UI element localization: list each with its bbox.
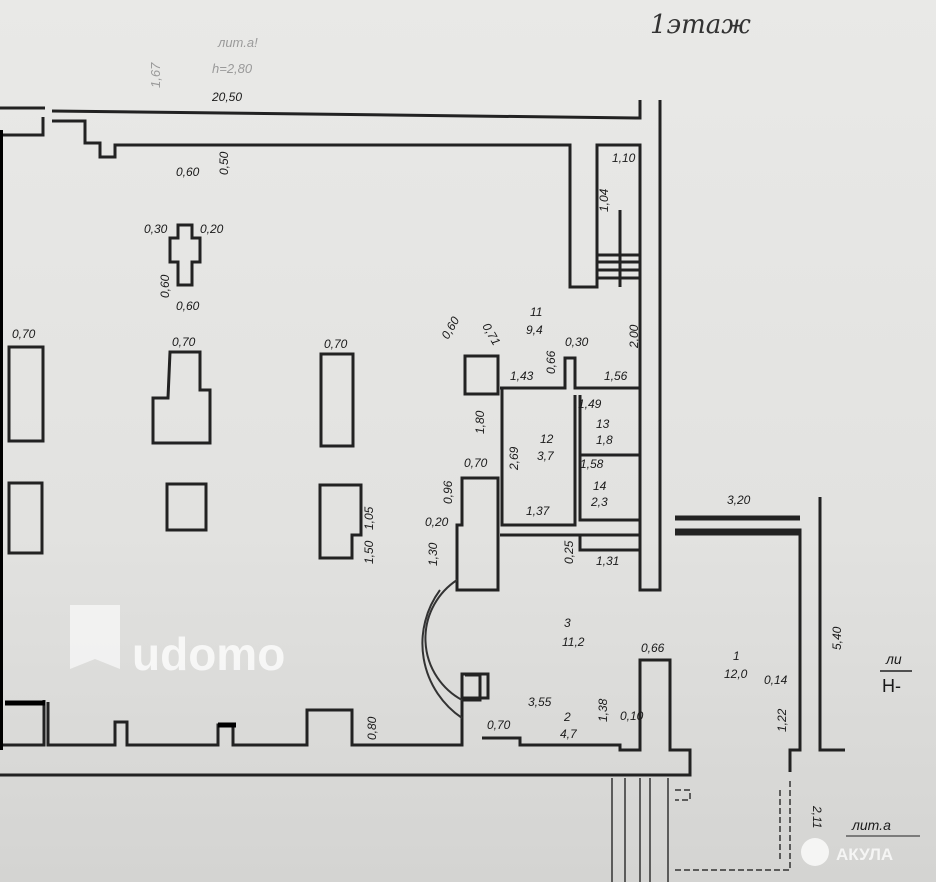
dim: 1,30 <box>426 542 440 566</box>
dim: 1,58 <box>580 457 604 471</box>
dim: 2,11 <box>810 805 824 828</box>
room-number: 3 <box>564 616 571 630</box>
dim: 0,14 <box>764 673 788 687</box>
height-label: h=2,80 <box>212 61 253 76</box>
dim: 0,30 <box>565 335 589 349</box>
dim: 1,37 <box>526 504 551 518</box>
dim: 0,70 <box>12 327 36 341</box>
dim: 2,69 <box>507 446 521 471</box>
dim: 0,70 <box>487 718 511 732</box>
room-number: 12 <box>540 432 554 446</box>
length-label: 20,50 <box>211 90 242 104</box>
side-label-top: ли <box>885 651 902 667</box>
akula-logo-icon <box>801 838 829 866</box>
dim: 0,60 <box>176 165 200 179</box>
room-area: 4,7 <box>560 727 578 741</box>
dim: 0,80 <box>365 716 379 740</box>
bottom-lit-label: лит.а <box>851 817 891 833</box>
dim: 3,55 <box>528 695 552 709</box>
room-number: 13 <box>596 417 610 431</box>
room-area: 11,2 <box>562 635 585 649</box>
dim: 0,30 <box>144 222 168 236</box>
dim: 1,49 <box>578 397 602 411</box>
side-dim: 1,67 <box>148 62 163 88</box>
dim: 0,20 <box>200 222 224 236</box>
dim: 0,25 <box>562 540 576 564</box>
dim: 1,10 <box>612 151 636 165</box>
dim: 0,96 <box>441 480 455 504</box>
room-area: 3,7 <box>537 449 555 463</box>
room-area: 12,0 <box>724 667 748 681</box>
dim: 1,22 <box>775 708 789 732</box>
room-area: 9,4 <box>526 323 543 337</box>
udomo-watermark: udomo <box>70 605 285 680</box>
dim: 1,38 <box>596 698 610 722</box>
dim: 0,66 <box>544 350 558 374</box>
dim: 1,80 <box>473 410 487 434</box>
akula-text: АКУЛА <box>836 845 893 864</box>
dim: 0,60 <box>438 314 462 342</box>
udomo-logo-icon <box>70 605 120 669</box>
room-area: 2,3 <box>590 495 608 509</box>
dim: 1,31 <box>596 554 619 568</box>
dim: 2,00 <box>627 324 641 349</box>
dim: 0,70 <box>172 335 196 349</box>
dim: 0,50 <box>217 151 231 175</box>
dim: 1,50 <box>362 540 376 564</box>
dim: 5,40 <box>830 626 844 650</box>
room-number: 14 <box>593 479 607 493</box>
dim: 0,66 <box>641 641 665 655</box>
dim: 1,43 <box>510 369 534 383</box>
akula-watermark: АКУЛА <box>801 838 893 866</box>
dimension-labels: 0,60 0,50 1,10 1,04 0,30 0,20 0,60 0,60 … <box>12 151 844 828</box>
room-labels: 11 9,4 12 3,7 13 1,8 14 2,3 3 11,2 1 12,… <box>526 305 748 741</box>
dim: 0,60 <box>158 274 172 298</box>
room-number: 11 <box>530 305 542 319</box>
room-area: 1,8 <box>596 433 613 447</box>
dim: 0,70 <box>464 456 488 470</box>
dim: 1,05 <box>362 506 376 530</box>
side-label-bottom: Н- <box>882 676 901 696</box>
dim: 1,56 <box>604 369 628 383</box>
room-number: 1 <box>733 649 740 663</box>
dim: 0,60 <box>176 299 200 313</box>
dim: 0,71 <box>479 321 503 348</box>
dim: 1,04 <box>597 188 611 212</box>
dim: 0,20 <box>425 515 449 529</box>
dim: 3,20 <box>727 493 751 507</box>
dim: 0,70 <box>324 337 348 351</box>
dim: 0,10 <box>620 709 644 723</box>
floor-title: 1этаж <box>650 10 751 40</box>
udomo-text: udomo <box>132 628 285 680</box>
walls <box>0 100 845 882</box>
lit-label: лит.а! <box>217 35 258 50</box>
room-number: 2 <box>563 710 571 724</box>
